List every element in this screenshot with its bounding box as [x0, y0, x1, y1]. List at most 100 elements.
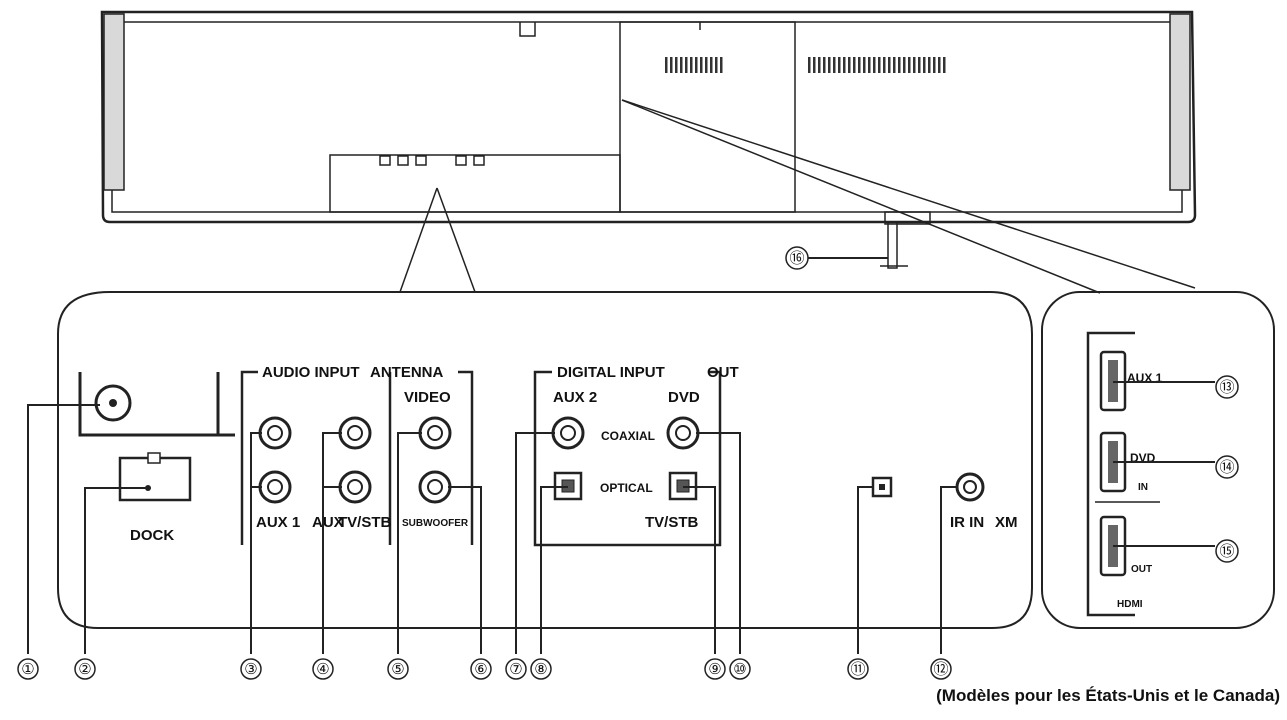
rca-jack-tvstb-bottom	[338, 470, 372, 504]
label-aux2: AUX 2	[553, 389, 597, 406]
leader-lines	[27, 257, 1215, 654]
label-antenna: ANTENNA	[370, 364, 443, 381]
vent-slot	[828, 57, 831, 73]
vent-slot	[903, 57, 906, 73]
vent-slot	[818, 57, 821, 73]
vent-slot	[710, 57, 713, 73]
vent-slot	[675, 57, 678, 73]
svg-text:⑪: ⑪	[850, 661, 865, 678]
callout-13: ⑬	[1215, 375, 1239, 399]
terminal-panel-enlarged	[57, 291, 1033, 629]
callout-8: ⑧	[530, 658, 552, 680]
right-end-cap	[1169, 13, 1191, 191]
vent-slot	[928, 57, 931, 73]
vent-slot	[883, 57, 886, 73]
vent-slot	[715, 57, 718, 73]
vent-slot	[923, 57, 926, 73]
vent-slot	[938, 57, 941, 73]
svg-text:⑦: ⑦	[509, 661, 522, 678]
vent-slot	[670, 57, 673, 73]
coaxial-jack-aux2	[551, 416, 585, 450]
callout-12: ⑫	[930, 658, 952, 680]
label-tvstb-digital: TV/STB	[645, 514, 699, 531]
svg-text:⑧: ⑧	[534, 661, 547, 678]
vent-slot	[843, 57, 846, 73]
callout-7: ⑦	[505, 658, 527, 680]
svg-text:⑬: ⑬	[1219, 379, 1234, 396]
label-optical: OPTICAL	[600, 481, 653, 495]
vent-slot	[848, 57, 851, 73]
svg-text:②: ②	[78, 661, 91, 678]
vent-slot	[823, 57, 826, 73]
callout-6: ⑥	[470, 658, 492, 680]
callout-3: ③	[240, 658, 262, 680]
svg-text:⑨: ⑨	[708, 661, 721, 678]
label-aux-audio: AUX	[312, 514, 344, 531]
rca-jack-aux1-top	[258, 416, 292, 450]
callout-15: ⑮	[1215, 539, 1239, 563]
vent-slot	[893, 57, 896, 73]
label-ir-in: IR IN	[950, 514, 984, 531]
rca-jack-aux1-bottom	[258, 470, 292, 504]
vent-slot	[838, 57, 841, 73]
svg-text:⑤: ⑤	[391, 661, 404, 678]
vent-slot	[858, 57, 861, 73]
footnote: (Modèles pour les États-Unis et le Canad…	[936, 686, 1280, 705]
callout-11: ⑪	[847, 658, 869, 680]
vent-slot	[720, 57, 723, 73]
dock-connector	[118, 452, 192, 502]
svg-text:⑯: ⑯	[789, 250, 804, 267]
vent-panel	[619, 21, 796, 213]
label-dock: DOCK	[130, 527, 174, 544]
svg-text:④: ④	[316, 661, 329, 678]
terminal-recess	[329, 154, 621, 213]
svg-text:⑫: ⑫	[933, 661, 948, 678]
vent-slot	[913, 57, 916, 73]
rca-jack-subwoofer	[418, 470, 452, 504]
label-dvd: DVD	[668, 389, 700, 406]
vent-slot	[908, 57, 911, 73]
vent-slot	[853, 57, 856, 73]
vent-slot	[943, 57, 946, 73]
vent-slot	[680, 57, 683, 73]
callout-16: ⑯	[785, 246, 809, 270]
svg-text:③: ③	[244, 661, 257, 678]
vent-slot	[878, 57, 881, 73]
label-hdmi-in: IN	[1138, 482, 1148, 493]
label-hdmi-out: OUT	[1131, 564, 1152, 575]
svg-text:⑭: ⑭	[1219, 459, 1234, 476]
label-tvstb-audio: TV/STB	[338, 514, 392, 531]
coaxial-jack-dvd	[666, 416, 700, 450]
small-square-port	[871, 476, 893, 498]
vent-slot	[863, 57, 866, 73]
vent-slot	[813, 57, 816, 73]
label-aux1-audio: AUX 1	[256, 514, 300, 531]
label-subwoofer: SUBWOOFER	[402, 518, 469, 529]
callout-9: ⑨	[704, 658, 726, 680]
label-coaxial: COAXIAL	[601, 429, 655, 443]
vent-slot	[868, 57, 871, 73]
main-unit	[100, 10, 1197, 269]
vent-slot	[918, 57, 921, 73]
label-out: OUT	[707, 364, 739, 381]
callout-2: ②	[74, 658, 96, 680]
vent-slot	[705, 57, 708, 73]
label-digital-input: DIGITAL INPUT	[557, 364, 665, 381]
label-audio-input: AUDIO INPUT	[262, 364, 360, 381]
vent-slot	[808, 57, 811, 73]
svg-text:⑮: ⑮	[1219, 543, 1234, 560]
vent-slots-right	[808, 57, 946, 73]
callout-5: ⑤	[387, 658, 409, 680]
vent-slot	[695, 57, 698, 73]
vent-slot	[898, 57, 901, 73]
left-end-cap	[103, 13, 125, 191]
callout-4: ④	[312, 658, 334, 680]
svg-text:⑩: ⑩	[733, 661, 746, 678]
callout-10: ⑩	[729, 658, 751, 680]
vent-slot	[700, 57, 703, 73]
callout-numbers: ① ② ③ ④ ⑤ ⑥ ⑦ ⑧ ⑨ ⑩ ⑪ ⑫ ⑬ ⑭ ⑮ ⑯	[17, 246, 1239, 680]
vent-slot	[888, 57, 891, 73]
callout-1: ①	[17, 658, 39, 680]
